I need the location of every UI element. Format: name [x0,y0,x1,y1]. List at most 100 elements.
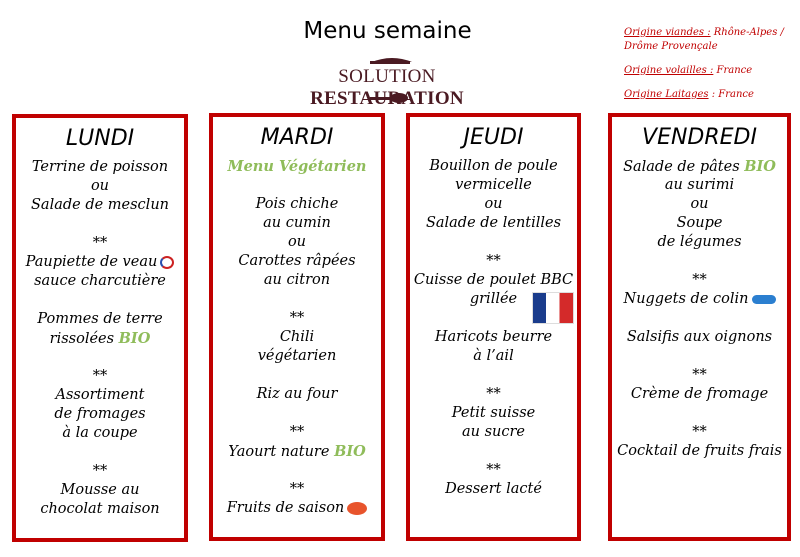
menu-text: ** [486,253,501,269]
menu-line: rissolées BIO [16,329,184,348]
menu-text: Chili [279,329,315,345]
menu-text: à la coupe [62,425,138,441]
bio-badge: BIO [334,443,366,460]
origins-panel: Origine viandes : Rhône-Alpes / Drôme Pr… [624,26,800,112]
menu-text: au cumin [263,215,331,231]
menu-line: Salsifis aux oignons [612,328,787,347]
menu-text: Crème de fromage [630,386,769,402]
origin-dairy: Origine Laitages : France [624,88,800,102]
menu-line: ou [410,195,577,214]
menu-text: au surimi [664,177,735,193]
spacer [16,443,184,462]
menu-text: Mousse au [60,482,140,498]
menu-text: Paupiette de veau [25,254,158,270]
logo-text-1: SOLUTION [338,66,436,87]
cutlery-icon [370,58,412,103]
origin-poultry: Origine volailles : France [624,64,800,78]
menu-text: ou [690,196,709,212]
menu-text: ou [484,196,503,212]
spacer [410,366,577,385]
day-name: LUNDI [65,126,135,151]
menu-text: au sucre [461,424,525,440]
menu-text: ou [90,178,110,194]
solution-restauration-logo: SOLUTION RESTAURATION [262,52,512,109]
menu-line: ** [612,271,787,290]
menu-text: Pois chiche [255,196,339,212]
menu-line: ** [410,252,577,271]
menu-line: au citron [213,271,381,290]
menu-line: Chili [213,328,381,347]
menu-line: Fruits de saison [213,499,381,518]
menu-text: ** [92,368,108,384]
logo-text-2: RESTAURATION [310,88,464,109]
menu-text: ** [486,386,501,402]
menu-line: Dessert lacté [410,480,577,499]
origin-label: Origine Laitages [624,89,709,100]
menu-line: ** [16,462,184,481]
menu-text: vermicelle [455,177,532,193]
menu-line: ou [213,233,381,252]
menu-text: Salsifis aux oignons [626,329,773,345]
menu-text: Petit suisse [451,405,536,421]
menu-text: Terrine de poisson [31,159,169,175]
menu-line: Salade de lentilles [410,214,577,233]
menu-text: ** [289,310,305,326]
origin-label: Origine volailles : [624,65,714,76]
menu-text: ou [287,234,307,250]
menu-line: à l’ail [410,347,577,366]
menu-line: vermicelle [410,176,577,195]
menu-line: Crème de fromage [612,385,787,404]
menu-line: au surimi [612,176,787,195]
menu-text: Cocktail de fruits frais [617,443,782,459]
day-name: MARDI [260,125,334,150]
menu-text: ** [692,272,707,288]
menu-line: sauce charcutière [16,272,184,291]
volaille-francaise-icon [532,292,574,324]
menu-text: ** [92,235,108,251]
spacer [213,404,381,423]
menu-text: Cuisse de poulet BBC [413,272,574,288]
menu-line: Nuggets de colin [612,290,787,309]
menu-line: ** [213,309,381,328]
bio-badge: BIO [118,330,151,347]
menu-line: Mousse au [16,481,184,500]
menu-line: chocolat maison [16,500,184,519]
menu-text: ** [289,424,305,440]
menu-line: Pois chiche [213,195,381,214]
menu-text: ** [289,481,305,497]
menu-text: ** [92,463,108,479]
menu-line: Menu Végétarien [213,157,381,176]
menu-line: ** [410,385,577,404]
menu-line: Petit suisse [410,404,577,423]
menu-text: Fruits de saison [226,500,345,516]
menu-line: Pommes de terre [16,310,184,329]
menu-line: à la coupe [16,424,184,443]
menu-text: Carottes râpées [238,253,356,269]
menu-text: Dessert lacté [445,481,542,497]
menu-text: chocolat maison [40,501,160,517]
menu-line: Bouillon de poule [410,157,577,176]
spacer [213,176,381,195]
spacer [213,290,381,309]
menu-line: Cocktail de fruits frais [612,442,787,461]
menu-line: ** [612,423,787,442]
menu-text: au citron [263,272,331,288]
menu-text: Yaourt nature [228,444,330,460]
menu-line: Assortiment [16,386,184,405]
menu-line: Cuisse de poulet BBC [410,271,577,290]
spacer [612,309,787,328]
menu-text: Salade de pâtes [623,159,740,175]
fruit-label-icon [347,501,368,515]
spacer [410,233,577,252]
menu-line: Soupe [612,214,787,233]
menu-text: Soupe [676,215,723,231]
menu-line: ** [213,423,381,442]
origin-value: Rhône-Alpes / Drôme Provençale [624,27,784,52]
menu-line: végétarien [213,347,381,366]
menu-line: Carottes râpées [213,252,381,271]
menu-text: Haricots beurre [434,329,553,345]
